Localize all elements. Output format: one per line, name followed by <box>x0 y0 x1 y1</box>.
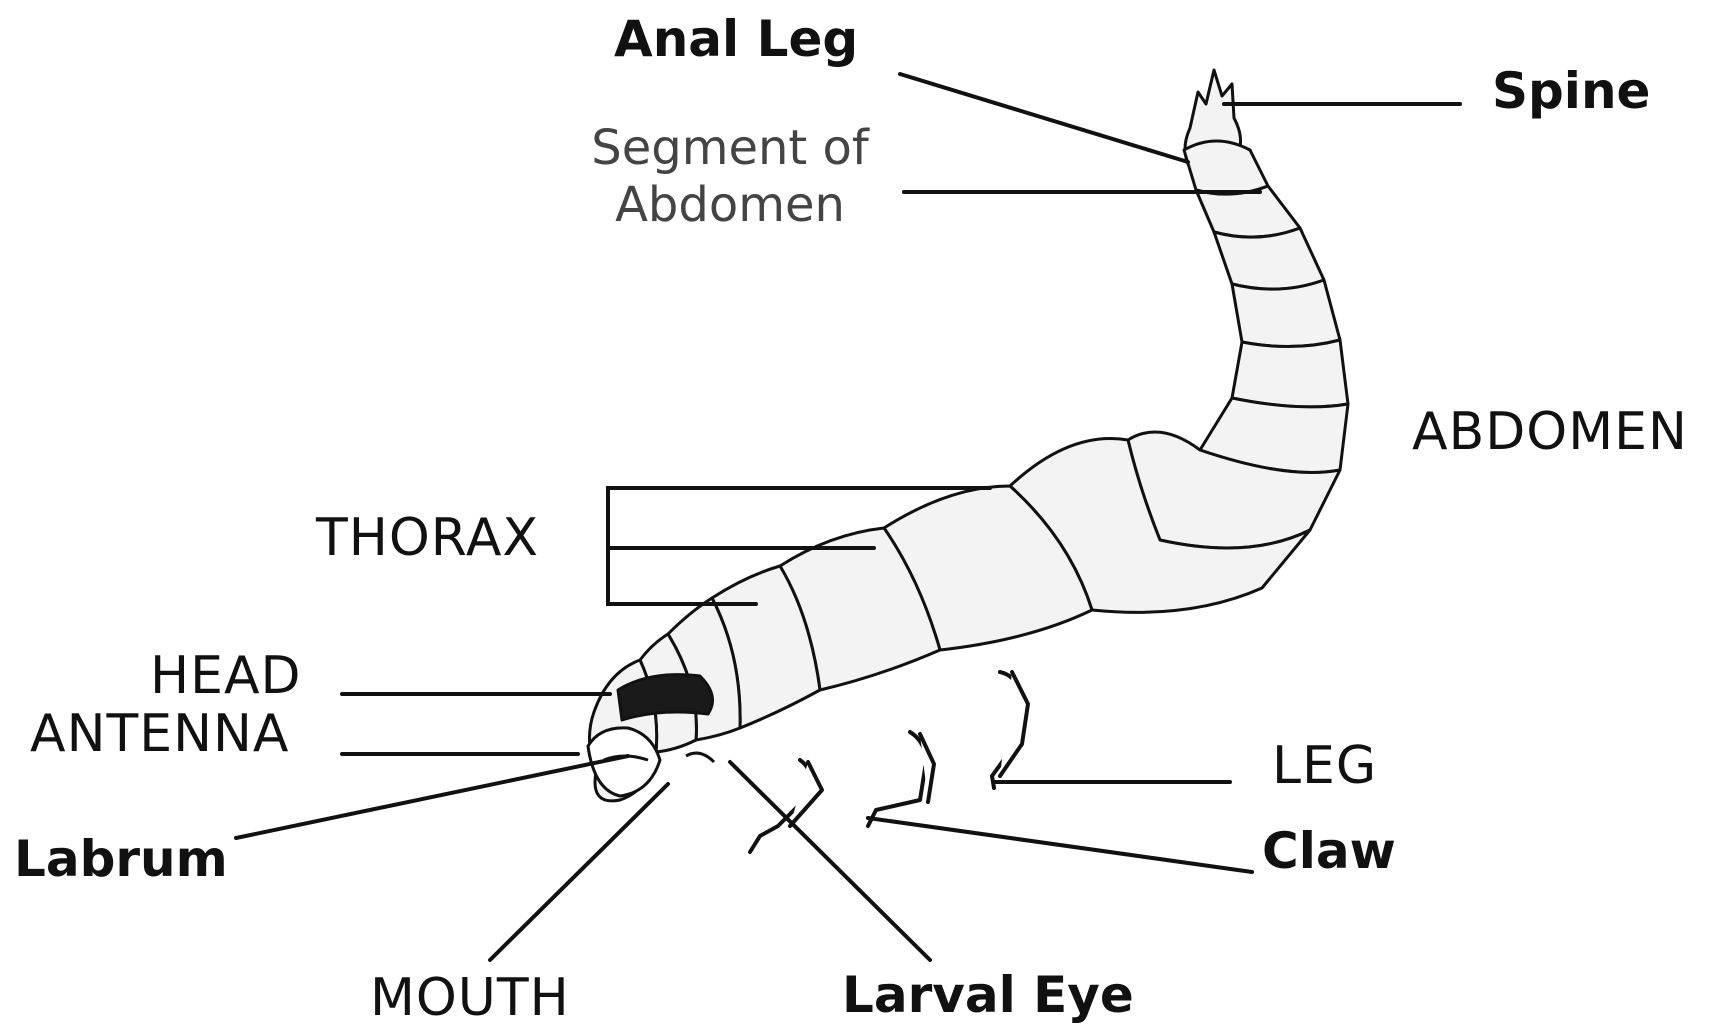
label-head: HEAD <box>150 650 302 702</box>
label-thorax: THORAX <box>316 512 539 564</box>
label-labrum: Labrum <box>14 834 228 884</box>
leader-anal-leg <box>900 74 1188 162</box>
label-anal-leg: Anal Leg <box>614 14 858 64</box>
label-antenna: ANTENNA <box>30 708 289 760</box>
abdomen-segment <box>1232 340 1348 407</box>
label-leg: LEG <box>1272 740 1377 792</box>
label-claw: Claw <box>1262 826 1396 876</box>
head-band <box>618 675 713 720</box>
leader-labrum <box>236 756 628 838</box>
label-spine: Spine <box>1492 66 1650 116</box>
label-segment-of-abdomen-line1: Segment of <box>580 120 880 177</box>
label-mouth: MOUTH <box>370 972 570 1024</box>
abdomen-segment <box>1184 141 1268 194</box>
label-segment-of-abdomen-line2: Abdomen <box>580 177 880 234</box>
leg-middle <box>868 732 926 826</box>
leader-mouth <box>490 784 668 960</box>
label-larval-eye: Larval Eye <box>842 970 1134 1020</box>
abdomen-segment <box>1232 280 1340 347</box>
label-segment-of-abdomen: Segment of Abdomen <box>580 120 880 233</box>
label-abdomen: ABDOMEN <box>1412 406 1688 458</box>
leader-claw <box>868 818 1252 872</box>
abdomen-segment <box>1214 228 1324 289</box>
